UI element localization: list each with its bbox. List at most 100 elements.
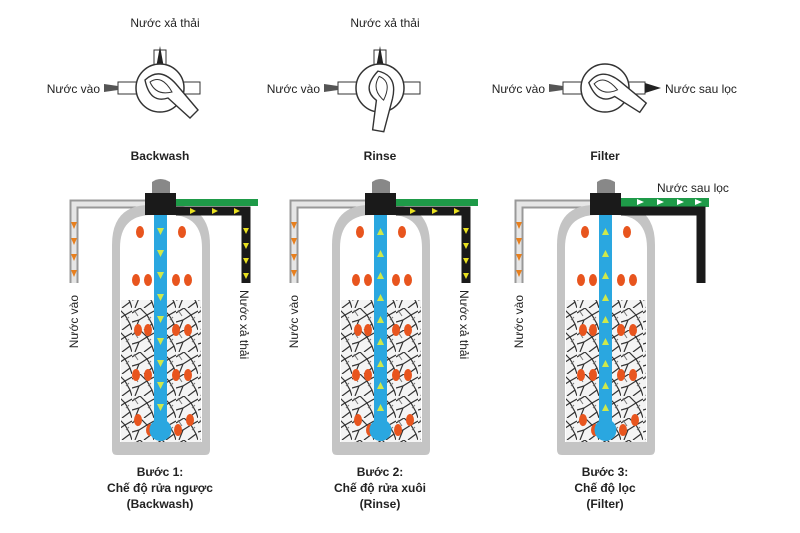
particle-icon: [617, 324, 625, 336]
flow-arrow-icon: [243, 273, 249, 279]
flow-arrow-icon: [243, 243, 249, 249]
flow-arrow-icon: [602, 360, 609, 367]
valve-knob: [372, 179, 390, 193]
distributor: [369, 419, 392, 441]
flow-arrow-icon: [377, 316, 384, 323]
particle-icon: [589, 324, 597, 336]
valve-head: [590, 193, 621, 215]
flow-arrow-icon: [602, 382, 609, 389]
waste-label: Nước xả thải: [237, 290, 251, 359]
valve-inlet-label: Nước vào: [47, 82, 101, 96]
mode-label: Backwash: [131, 149, 190, 163]
valve-waste-label: Nước xả thải: [130, 16, 199, 30]
flow-arrow-icon: [377, 404, 384, 411]
mode-label: Filter: [590, 149, 620, 163]
valve-knob: [597, 179, 615, 193]
flow-arrow-icon: [602, 228, 609, 235]
flow-arrow-icon: [71, 222, 77, 229]
particle-icon: [136, 226, 144, 238]
flow-arrow-icon: [602, 404, 609, 411]
flow-arrow-icon: [377, 382, 384, 389]
particle-icon: [364, 369, 372, 381]
mode-label: Rinse: [364, 149, 397, 163]
flow-arrow-icon: [291, 222, 297, 229]
flow-arrow-icon: [212, 208, 218, 214]
step-label: Bước 1:: [137, 465, 184, 479]
flow-arrow-icon: [463, 273, 469, 279]
flow-arrow-icon: [602, 272, 609, 279]
valve-handle-leaf: [149, 79, 173, 94]
flow-arrow-icon: [71, 270, 77, 277]
flow-arrow-icon: [432, 208, 438, 214]
step-subtitle: (Backwash): [127, 497, 194, 511]
particle-icon: [629, 274, 637, 286]
inlet-arrow-icon: [549, 84, 563, 92]
flow-arrow-icon: [243, 258, 249, 264]
particle-icon: [577, 369, 585, 381]
particle-icon: [134, 324, 142, 336]
particle-icon: [581, 226, 589, 238]
flow-arrow-icon: [454, 208, 460, 214]
flow-arrow-icon: [516, 222, 522, 229]
particle-icon: [406, 414, 414, 426]
valve-waste-label: Nước xả thải: [350, 16, 419, 30]
flow-arrow-icon: [291, 254, 297, 261]
particle-icon: [404, 369, 412, 381]
flow-arrow-icon: [71, 238, 77, 245]
particle-icon: [354, 414, 362, 426]
particle-icon: [364, 324, 372, 336]
valve-knob: [152, 179, 170, 193]
particle-icon: [579, 324, 587, 336]
flow-arrow-icon: [157, 316, 164, 323]
valve-head: [145, 193, 176, 215]
flow-arrow-icon: [157, 382, 164, 389]
flow-arrow-icon: [157, 338, 164, 345]
flow-arrow-icon: [377, 338, 384, 345]
flow-arrow-icon: [463, 258, 469, 264]
particle-icon: [392, 324, 400, 336]
valve-handle-leaf: [593, 79, 619, 93]
particle-icon: [623, 226, 631, 238]
particle-icon: [398, 226, 406, 238]
particle-icon: [404, 274, 412, 286]
inlet-label: Nước vào: [67, 295, 81, 349]
particle-icon: [629, 369, 637, 381]
flow-arrow-icon: [71, 254, 77, 261]
valve-head: [365, 193, 396, 215]
flow-arrow-icon: [157, 272, 164, 279]
particle-icon: [577, 274, 585, 286]
waste-arrow-icon: [156, 46, 164, 68]
flow-arrow-icon: [677, 199, 684, 205]
valve-icon: [324, 46, 421, 133]
particle-icon: [132, 369, 140, 381]
flow-arrow-icon: [516, 270, 522, 277]
flow-arrow-icon: [243, 228, 249, 234]
particle-icon: [392, 369, 400, 381]
particle-icon: [394, 424, 402, 436]
inlet-arrow-icon: [104, 84, 118, 92]
step-label: Bước 3:: [582, 465, 629, 479]
particle-icon: [617, 369, 625, 381]
particle-icon: [172, 369, 180, 381]
flow-arrow-icon: [377, 228, 384, 235]
outlet-arrow-icon: [645, 83, 661, 93]
distributor: [149, 419, 172, 441]
particle-icon: [144, 369, 152, 381]
particle-icon: [589, 274, 597, 286]
flow-arrow-icon: [157, 294, 164, 301]
particle-icon: [404, 324, 412, 336]
waste-label: Nước xả thải: [457, 290, 471, 359]
step-title: Chế độ lọc: [574, 481, 636, 495]
flow-arrow-icon: [602, 338, 609, 345]
inlet-arrow-icon: [324, 84, 338, 92]
flow-arrow-icon: [377, 360, 384, 367]
flow-arrow-icon: [516, 238, 522, 245]
particle-icon: [132, 274, 140, 286]
valve-handle-leaf: [375, 75, 388, 101]
valve-inlet-label: Nước vào: [267, 82, 321, 96]
flow-arrow-icon: [234, 208, 240, 214]
